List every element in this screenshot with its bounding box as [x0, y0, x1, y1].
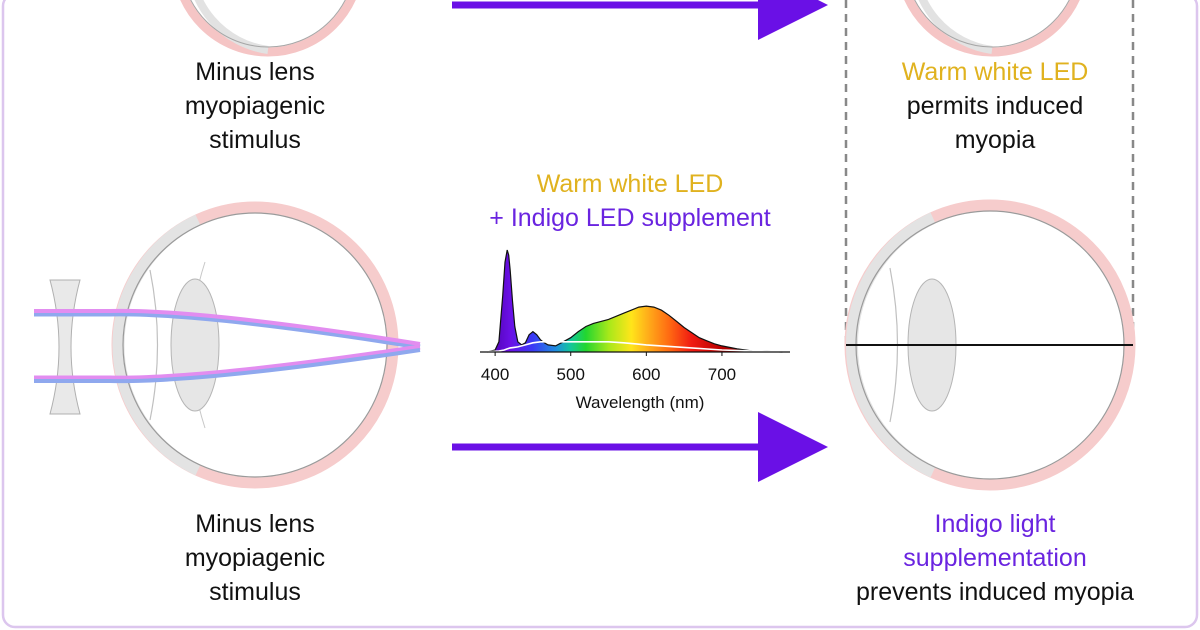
spectrum-area-path — [487, 250, 783, 352]
label-line: Minus lens — [195, 510, 315, 538]
label-warm-white-result: Warm white LED permits induced myopia — [850, 55, 1140, 157]
eye-top-left — [180, 0, 356, 57]
label-line: myopiagenic — [184, 92, 326, 120]
label-led-condition: Warm white LED + Indigo LED supplement — [420, 167, 840, 235]
label-line: permits induced — [906, 92, 1084, 120]
label-line-warm: Warm white LED — [901, 58, 1089, 86]
x-ticks: 400 500 600 700 — [481, 352, 736, 384]
label-line: Minus lens — [195, 58, 315, 86]
spectrum-area — [487, 250, 783, 352]
x-tick-label: 700 — [708, 365, 736, 384]
label-line: myopiagenic — [184, 544, 326, 572]
label-line-warm: Warm white LED — [536, 170, 724, 198]
label-minus-lens-top: Minus lens myopiagenic stimulus — [130, 55, 380, 157]
minus-lens-icon — [49, 279, 81, 415]
label-line-indigo: supplementation — [903, 544, 1087, 572]
x-axis-label: Wavelength (nm) — [576, 393, 705, 412]
eye-top-right — [904, 0, 1080, 57]
light-rays — [34, 308, 421, 384]
label-line-indigo: + Indigo LED supplement — [489, 204, 771, 232]
label-line: stimulus — [209, 126, 301, 154]
label-line-indigo: Indigo light — [934, 510, 1056, 538]
x-tick-label: 600 — [632, 365, 660, 384]
label-line: prevents induced myopia — [856, 578, 1134, 606]
spectrum-chart: 400 500 600 700 Wavelength (nm) — [480, 249, 791, 412]
eye-bottom-left — [111, 201, 399, 489]
dashed-bracket — [844, 0, 1135, 345]
crystalline-lens — [170, 278, 220, 412]
x-tick-label: 400 — [481, 365, 509, 384]
label-line: stimulus — [209, 578, 301, 606]
label-line: myopia — [954, 126, 1036, 154]
warm-white-curve — [483, 341, 791, 353]
label-minus-lens-bottom: Minus lens myopiagenic stimulus — [130, 507, 380, 609]
spectrum-outline — [487, 249, 783, 353]
x-tick-label: 500 — [557, 365, 585, 384]
label-indigo-result: Indigo light supplementation prevents in… — [820, 507, 1170, 609]
